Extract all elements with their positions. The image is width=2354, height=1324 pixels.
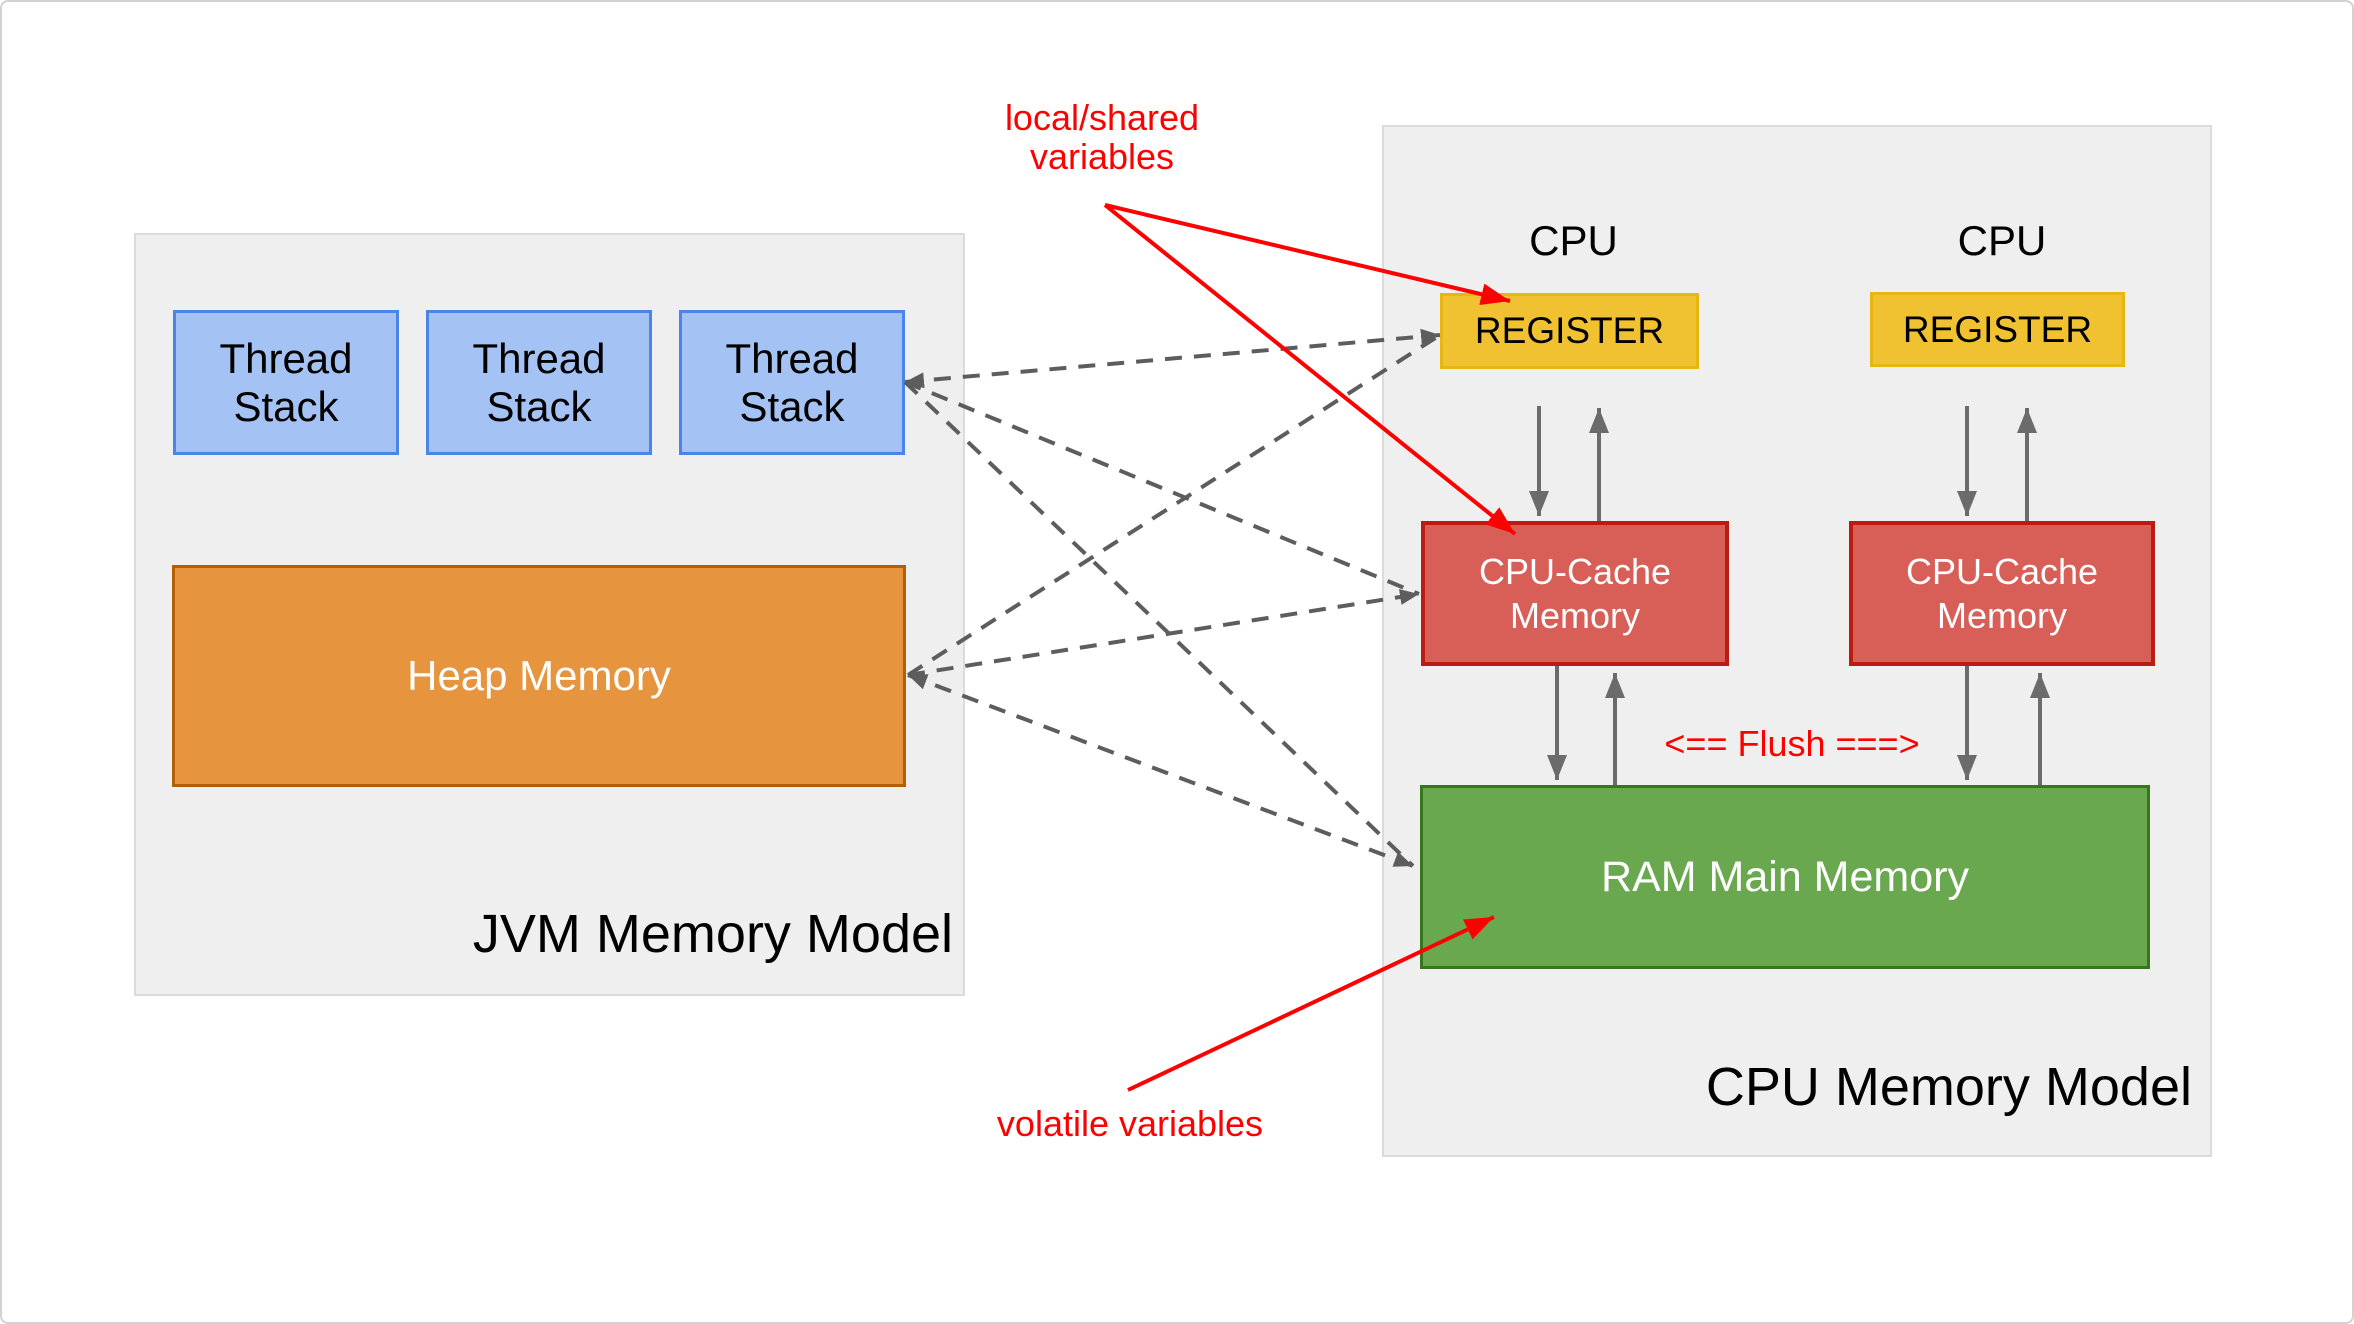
thread-stack-box-2: Thread Stack	[426, 310, 652, 455]
register-box-1: REGISTER	[1440, 293, 1699, 369]
dashed-link-heap-cache	[907, 589, 1420, 677]
cpu-cache-label: CPU-Cache Memory	[1478, 550, 1672, 636]
register-box-2: REGISTER	[1870, 292, 2125, 367]
cpu-cache-label: CPU-Cache Memory	[1905, 550, 2099, 636]
volatile-variables-note: volatile variables	[996, 1103, 1264, 1144]
dashed-link-threadstack-cache	[904, 380, 1420, 596]
cpu-label-2: CPU	[1957, 217, 2047, 264]
dashed-link-threadstack-ram	[903, 380, 1415, 868]
dashed-link-heap-register	[906, 333, 1442, 677]
dashed-link-threadstack-register	[904, 328, 1441, 389]
local-shared-variables-note: local/shared variables	[1004, 97, 1200, 177]
thread-stack-box-3: Thread Stack	[679, 310, 905, 455]
thread-stack-label: Thread Stack	[219, 334, 353, 430]
cpu-cache-box-2: CPU-Cache Memory	[1849, 521, 2155, 666]
ram-main-memory-label: RAM Main Memory	[1601, 852, 1969, 901]
ram-main-memory-box: RAM Main Memory	[1420, 785, 2150, 969]
flush-note: <== Flush ===>	[1664, 723, 1920, 764]
cpu-cache-box-1: CPU-Cache Memory	[1421, 521, 1729, 666]
dashed-link-heap-ram	[907, 673, 1414, 868]
cpu-panel-title: CPU Memory Model	[1705, 1057, 2192, 1117]
thread-stack-label: Thread Stack	[472, 334, 606, 430]
register-label: REGISTER	[1902, 308, 2093, 350]
heap-memory-box: Heap Memory	[172, 565, 906, 787]
heap-memory-label: Heap Memory	[407, 652, 671, 699]
thread-stack-label: Thread Stack	[725, 334, 859, 430]
register-label: REGISTER	[1474, 310, 1665, 351]
cpu-label-1: CPU	[1529, 217, 1618, 264]
thread-stack-box-1: Thread Stack	[173, 310, 399, 455]
jvm-panel-title: JVM Memory Model	[472, 904, 953, 964]
